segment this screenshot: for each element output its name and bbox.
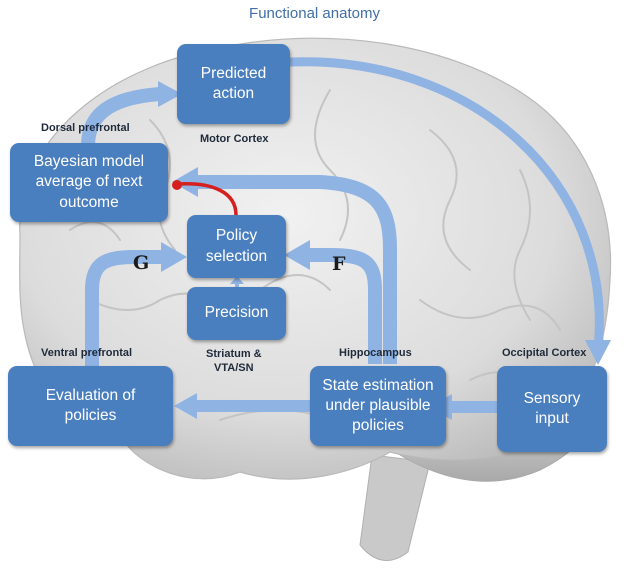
inhibitory-connection xyxy=(177,182,238,216)
precision-box: Precision xyxy=(187,287,286,340)
arrow-predicted-to-sensory xyxy=(289,57,604,351)
arrow-bayesian-to-predicted xyxy=(81,87,161,147)
motor-cortex-label: Motor Cortex xyxy=(200,133,269,145)
arrow-state-to-policy-f xyxy=(308,248,382,364)
sensory-input-box: Sensory input xyxy=(497,366,607,452)
occipital-cortex-label: Occipital Cortex xyxy=(502,347,587,359)
arrow-evaluation-to-policy-g-head xyxy=(161,242,187,272)
dorsal-prefrontal-label: Dorsal prefrontal xyxy=(41,122,130,134)
f-quantity-label: F xyxy=(332,253,346,275)
arrow-policy-precision-up-head xyxy=(230,276,244,284)
arrow-evaluation-to-policy-g xyxy=(85,250,163,366)
striatum-label: Striatum & VTA/SN xyxy=(206,348,262,374)
policy-selection-box: Policy selection xyxy=(187,215,286,278)
arrow-state-to-evaluation-head xyxy=(174,393,197,419)
evaluation-box: Evaluation of policies xyxy=(8,366,173,446)
ventral-prefrontal-label: Ventral prefrontal xyxy=(41,347,133,359)
brain-illustration xyxy=(19,37,612,561)
bayesian-model-box: Bayesian model average of next outcome xyxy=(10,143,168,222)
brainstem xyxy=(359,454,431,561)
hippocampus-label: Hippocampus xyxy=(339,347,412,359)
state-estimation-box: State estimation under plausible policie… xyxy=(310,366,446,446)
process-arrows xyxy=(81,57,611,420)
arrow-bayesian-to-predicted-head xyxy=(158,81,182,107)
g-quantity-label: G xyxy=(133,252,150,274)
arrow-state-to-bayesian xyxy=(196,175,397,364)
inhibitory-connection-end xyxy=(172,180,182,190)
arrow-state-to-policy-f-head xyxy=(284,240,310,270)
arrow-predicted-to-sensory-head xyxy=(585,340,611,365)
predicted-action-box: Predicted action xyxy=(177,44,290,124)
diagram-title: Functional anatomy xyxy=(249,5,380,22)
